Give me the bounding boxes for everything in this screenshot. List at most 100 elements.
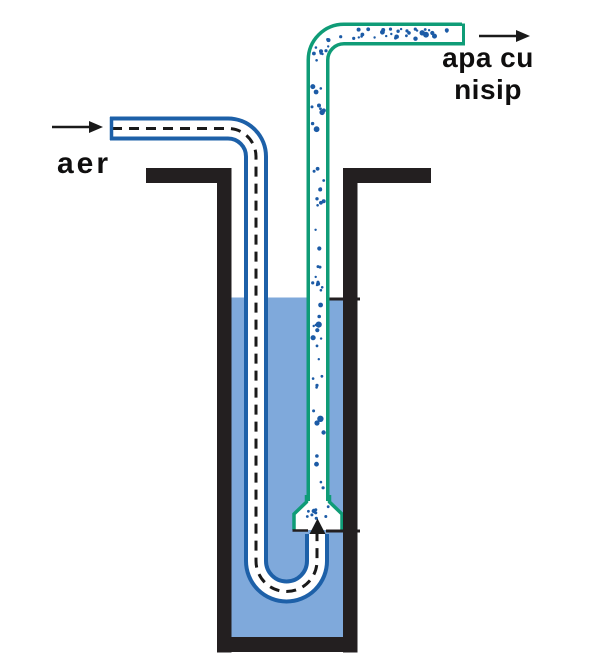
particle-dot: [310, 105, 314, 109]
particle-dot: [399, 27, 403, 31]
particle-dot: [315, 328, 320, 333]
discharge-pipe-bore: [310, 26, 462, 501]
particle-dot: [324, 49, 328, 53]
particle-dot: [427, 29, 431, 32]
outlet-arrow: [479, 30, 530, 42]
particle-dot: [310, 335, 316, 341]
particle-dot: [305, 515, 309, 518]
particle-dot: [321, 486, 325, 490]
particle-dot: [321, 199, 326, 204]
particle-dot: [319, 480, 323, 484]
particle-dot: [314, 516, 318, 520]
particle-dot: [319, 87, 323, 90]
particle-dot: [312, 324, 315, 328]
particle-dot: [314, 275, 317, 279]
particle-dot: [316, 265, 320, 269]
particle-dot: [311, 377, 315, 380]
sand-bubble-particles: [305, 27, 449, 520]
particle-dot: [319, 337, 323, 340]
particle-dot: [315, 454, 319, 458]
particle-dot: [321, 430, 326, 435]
particle-dot: [430, 30, 435, 36]
particle-dot: [381, 28, 386, 32]
well-left-flange: [146, 168, 232, 183]
air-flow-dashed-centerline: [112, 127, 319, 593]
particle-dot: [310, 84, 316, 90]
particle-dot: [315, 59, 318, 62]
particle-dot: [319, 107, 322, 111]
well-right-wall: [343, 168, 358, 653]
particle-dot: [315, 344, 319, 348]
particle-dot: [321, 108, 326, 113]
particle-dot: [390, 32, 393, 36]
particle-dot: [318, 302, 323, 308]
particle-dot: [315, 386, 318, 389]
particle-dot: [322, 179, 326, 182]
well-bottom-wall: [217, 637, 358, 652]
air-pipe: [109, 116, 329, 604]
particle-dot: [316, 280, 320, 284]
particle-dot: [317, 358, 320, 361]
particle-dot: [413, 36, 418, 41]
particle-dot: [423, 31, 429, 38]
particle-dot: [315, 166, 320, 171]
particle-dot: [324, 515, 328, 518]
particle-dot: [360, 33, 364, 37]
particle-dot: [445, 30, 449, 33]
particle-dot: [423, 28, 427, 31]
air-inlet-arrow-head: [89, 121, 103, 133]
particle-dot: [310, 513, 314, 517]
particle-dot: [316, 204, 319, 207]
particle-dot: [356, 27, 361, 32]
particle-dot: [312, 169, 316, 173]
particle-dot: [315, 421, 318, 424]
air-inlet-arrow: [52, 121, 103, 133]
discharge-pipe: [305, 22, 465, 520]
particle-dot: [310, 121, 315, 126]
particle-dot: [352, 36, 356, 41]
particle-dot: [326, 505, 330, 509]
particle-dot: [314, 511, 318, 515]
particle-dot: [413, 27, 417, 31]
particle-dot: [312, 409, 316, 413]
particle-dot: [326, 38, 330, 41]
particle-dot: [327, 45, 330, 48]
particle-dot: [315, 197, 319, 201]
particle-dot: [405, 29, 409, 33]
particle-dot: [405, 34, 408, 38]
particle-dot: [366, 27, 371, 32]
particle-dot: [339, 35, 343, 39]
particle-dot: [357, 36, 360, 39]
particle-dot: [317, 246, 322, 251]
outlet-label-line2: nisip: [454, 74, 522, 105]
air-jet-arrowhead: [309, 518, 326, 534]
particle-dot: [385, 34, 388, 38]
particle-dot: [315, 321, 322, 328]
particle-dot: [320, 374, 324, 378]
particle-dot: [388, 27, 393, 31]
particle-dot: [317, 314, 322, 319]
particle-dot: [313, 89, 319, 95]
particle-dot: [312, 51, 316, 56]
particle-dot: [320, 286, 324, 289]
particle-dot: [314, 461, 319, 467]
outlet-arrow-head: [516, 30, 530, 42]
well-right-flange: [343, 168, 431, 183]
well-walls: [146, 168, 431, 653]
particle-dot: [313, 126, 320, 133]
particle-dot: [319, 288, 323, 292]
outlet-label-line1: apa cu: [442, 42, 534, 73]
particle-dot: [373, 36, 376, 39]
particle-dot: [307, 509, 310, 513]
particle-dot: [317, 415, 324, 422]
particle-dot: [317, 103, 321, 108]
particle-dot: [311, 281, 315, 285]
particle-dot: [394, 36, 397, 40]
particle-dot: [396, 29, 400, 33]
particle-dot: [315, 283, 319, 287]
well-left-wall: [217, 168, 232, 653]
particle-dot: [318, 187, 323, 192]
outlet-label: apa cu nisip: [417, 42, 559, 106]
